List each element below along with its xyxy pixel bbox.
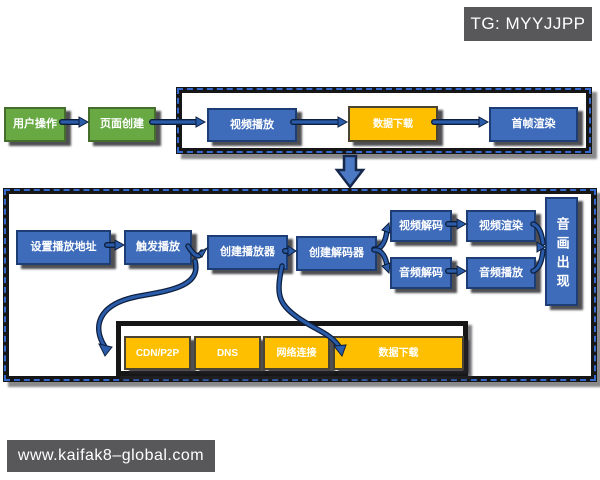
node-trigger-play: 触发播放 (124, 230, 192, 265)
tg-badge: TG: MYYJJPP (464, 7, 592, 41)
node-data-download-top: 数据下载 (348, 106, 438, 142)
node-first-frame-render: 首帧渲染 (489, 107, 578, 142)
node-audio-decode: 音频解码 (390, 257, 452, 289)
node-data-download-bottom: 数据下载 (333, 336, 464, 370)
node-user-action: 用户操作 (4, 107, 66, 142)
node-video-render: 视频渲染 (466, 210, 536, 242)
node-set-play-url: 设置播放地址 (16, 230, 111, 265)
arrow-top-to-main (334, 154, 366, 190)
node-create-decoder: 创建解码器 (296, 236, 377, 271)
node-page-create: 页面创建 (88, 107, 156, 142)
node-network-connect: 网络连接 (263, 336, 330, 370)
node-create-player: 创建播放器 (207, 235, 288, 270)
node-cdn-p2p: CDN/P2P (124, 336, 191, 370)
node-video-decode: 视频解码 (390, 210, 452, 242)
node-audio-play: 音频播放 (466, 257, 536, 289)
node-dns: DNS (194, 336, 261, 370)
node-av-appear: 音画出现 (545, 197, 578, 306)
node-video-play: 视频播放 (207, 108, 297, 142)
website-badge: www.kaifak8–global.com (7, 440, 215, 472)
